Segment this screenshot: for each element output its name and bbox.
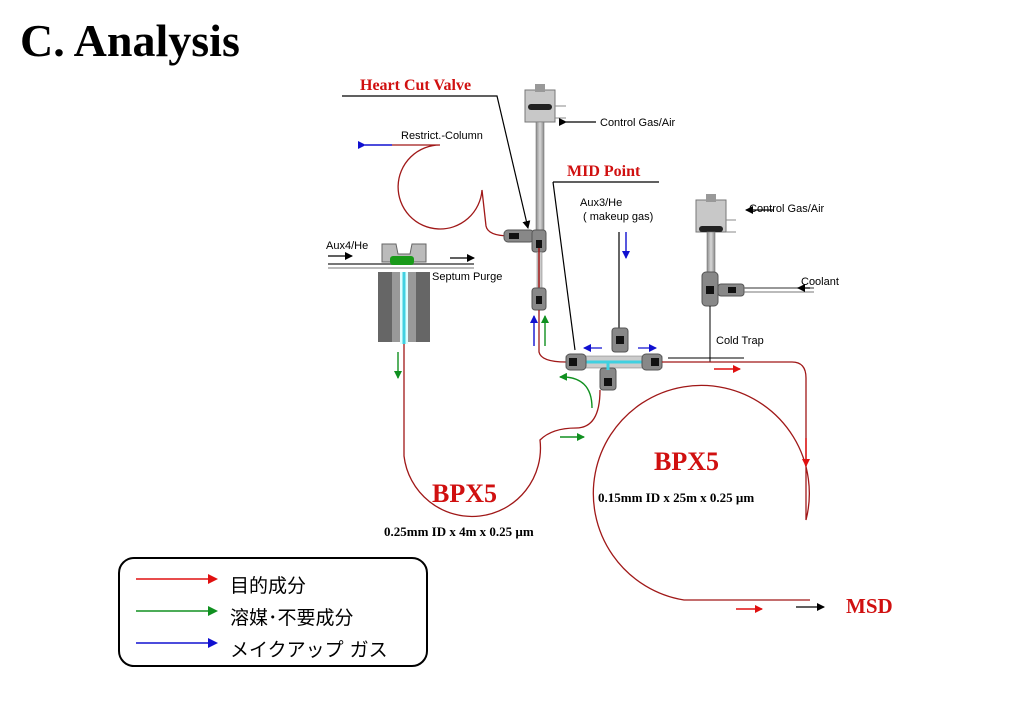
mid-point-pointer [552,181,659,351]
msd-label: MSD [846,594,893,618]
legend: 目的成分 溶媒･不要成分 メイクアップ ガス [118,557,428,667]
legend-item-solvent: 溶媒･不要成分 [134,601,424,629]
legend-label-target: 目的成分 [230,575,307,597]
page-title: C. Analysis [20,15,240,66]
mid-point-label-group: MID Point [552,163,659,351]
cold-trap-label: Cold Trap [716,335,764,347]
control-gas-air-1-label: Control Gas/Air [600,117,676,129]
aux4-he-label: Aux4/He [326,240,368,252]
legend-label-makeup: メイクアップ ガス [230,639,388,661]
column-1-name: BPX5 [432,479,497,508]
legend-red-arrow [136,574,218,584]
column-2-name: BPX5 [654,447,719,476]
heart-cut-valve: Control Gas/Air [503,84,676,311]
valve-seal [528,104,552,110]
cold-trap: Control Gas/Air Coolant Cold Trap [668,194,839,362]
restrict-column-label: Restrict.-Column [401,130,483,142]
legend-item-target: 目的成分 [134,569,424,597]
restrict-column-line [392,144,511,237]
column-1-spec: 0.25mm ID x 4m x 0.25 µm [384,524,534,539]
mid-point-label: MID Point [567,163,641,180]
heart-cut-valve-label-group: Heart Cut Valve [342,77,531,229]
heart-cut-pointer [342,95,531,229]
legend-label-solvent: 溶媒･不要成分 [230,607,354,629]
coolant-label: Coolant [801,276,839,288]
septum-purge-label: Septum Purge [432,271,502,283]
legend-green-arrow [136,606,218,616]
solvent-divert-arrow [559,372,593,409]
heart-cut-valve-label: Heart Cut Valve [360,77,471,94]
control-gas-air-2-label: Control Gas/Air [749,203,825,215]
valve-stem [535,121,545,233]
heart-cut-to-mid-line [538,310,567,363]
column-2-line [592,361,810,601]
restrict-column: Restrict.-Column [358,130,511,237]
mid-point-tee [565,327,663,391]
legend-blue-arrow [136,638,218,648]
aux3-he-label: Aux3/He [580,197,622,209]
legend-item-makeup: メイクアップ ガス [134,633,424,661]
injector: Aux4/He Septum Purge [326,240,502,344]
septum [390,256,414,265]
column-2-spec: 0.15mm ID x 25m x 0.25 µm [598,490,754,505]
column-1-line [403,344,601,518]
makeup-gas-label: ( makeup gas) [583,211,653,223]
